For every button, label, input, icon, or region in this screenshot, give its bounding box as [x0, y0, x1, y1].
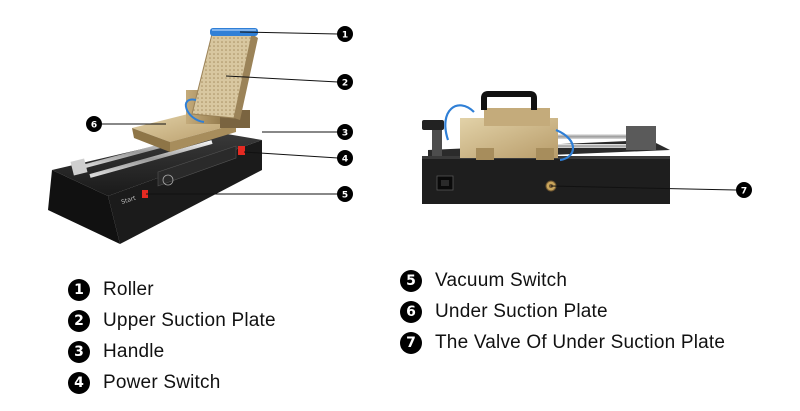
callout-bubble-2-num: 2 [342, 79, 348, 89]
callout-bubble-1-num: 1 [342, 31, 348, 41]
callout-bubble-4-num: 4 [342, 155, 348, 165]
left-base-front [108, 140, 262, 244]
callout-bubble-5-num: 5 [342, 191, 348, 201]
right-base [422, 156, 670, 204]
callout-bubble-3-num: 3 [342, 129, 348, 139]
callout-bubble-6-num: 6 [91, 121, 97, 131]
left-callout-bubbles: 1 2 6 3 4 5 [86, 26, 353, 202]
callout-bubble-6 [86, 116, 102, 132]
left-base-side [48, 170, 120, 244]
callout-bubble-1 [337, 26, 353, 42]
right-leader-line [550, 185, 737, 191]
callout-bubble-7 [736, 182, 752, 198]
left-machine: Start [48, 28, 262, 244]
callout-bubble-2 [337, 74, 353, 90]
left-base-top [52, 132, 262, 196]
right-handle [481, 91, 537, 110]
left-vacuum-switch [142, 190, 148, 198]
start-label: Start [120, 195, 137, 206]
right-machine [422, 91, 670, 204]
callout-bubble-5 [337, 186, 353, 202]
callout-bubble-7-num: 7 [741, 187, 747, 197]
left-power-switch [238, 146, 245, 155]
left-leader-lines [102, 31, 339, 195]
callout-bubble-4 [337, 150, 353, 166]
callout-bubble-3 [337, 124, 353, 140]
